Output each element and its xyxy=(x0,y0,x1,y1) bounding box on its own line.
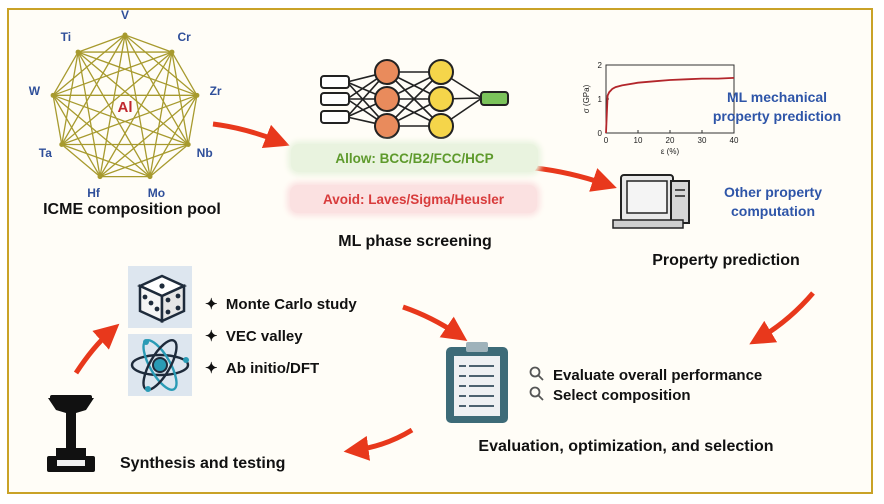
element-label: V xyxy=(120,8,129,22)
pool-center-element: Al xyxy=(117,99,133,116)
synthesis-label: Synthesis and testing xyxy=(120,455,286,472)
element-label: Mo xyxy=(147,186,166,201)
method-item-label: Ab initio/DFT xyxy=(225,360,320,377)
property-prediction-label: Property prediction xyxy=(652,252,800,269)
phase-screening-label: ML phase screening xyxy=(338,233,492,250)
element-label: Zr xyxy=(209,84,222,99)
method-item: ✦ VEC valley xyxy=(205,328,303,345)
allow-phases-pill: Allow: BCC/B2/FCC/HCP xyxy=(291,144,538,172)
evaluation-item: Select composition xyxy=(553,387,691,404)
evaluation-label: Evaluation, optimization, and selection xyxy=(478,438,774,455)
element-label: Ta xyxy=(38,146,52,160)
method-item: ✦ Monte Carlo study xyxy=(205,296,357,313)
composition-pool-label: ICME composition pool xyxy=(43,201,221,218)
evaluation-item: Evaluate overall performance xyxy=(553,367,763,384)
element-label: W xyxy=(28,84,41,99)
element-label: Hf xyxy=(87,186,100,201)
method-item-label: VEC valley xyxy=(225,328,303,345)
element-label: Nb xyxy=(196,146,213,160)
ml-property-prediction-text: ML mechanical property prediction xyxy=(712,89,842,124)
element-label: Ti xyxy=(60,29,72,44)
figure-frame xyxy=(7,8,873,494)
method-item: ✦ Ab initio/DFT xyxy=(205,360,320,377)
other-property-computation-text: Other property computation xyxy=(723,184,822,219)
avoid-phases-pill: Avoid: Laves/Sigma/Heusler xyxy=(290,185,537,213)
element-label: Cr xyxy=(177,29,191,44)
method-item-label: Monte Carlo study xyxy=(225,296,357,313)
